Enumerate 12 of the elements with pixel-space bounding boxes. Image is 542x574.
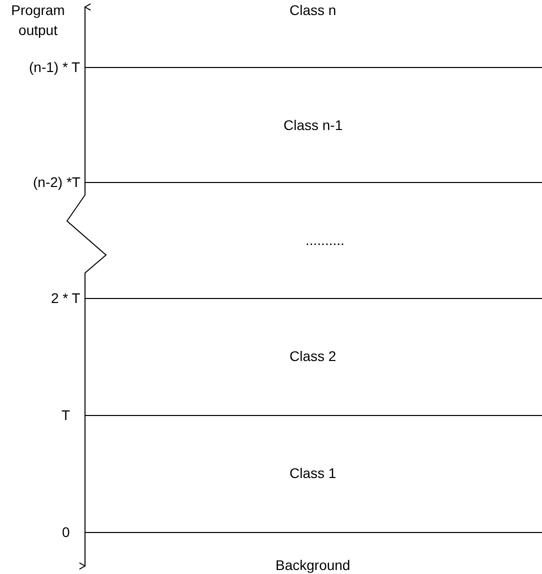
ellipsis: .......... <box>306 231 344 249</box>
axis-title: Program output <box>10 1 66 40</box>
class-label: Class 1 <box>290 464 336 482</box>
threshold-label: (n-1) * T <box>29 58 80 76</box>
class-label: Background <box>276 556 350 574</box>
threshold-label: 0 <box>62 523 70 541</box>
threshold-label: T <box>62 406 70 424</box>
class-label: Class n <box>290 1 336 19</box>
class-label: Class n-1 <box>284 116 343 134</box>
threshold-label: (n-2) *T <box>33 173 80 191</box>
threshold-label: 2 * T <box>51 289 80 307</box>
class-label: Class 2 <box>290 347 336 365</box>
